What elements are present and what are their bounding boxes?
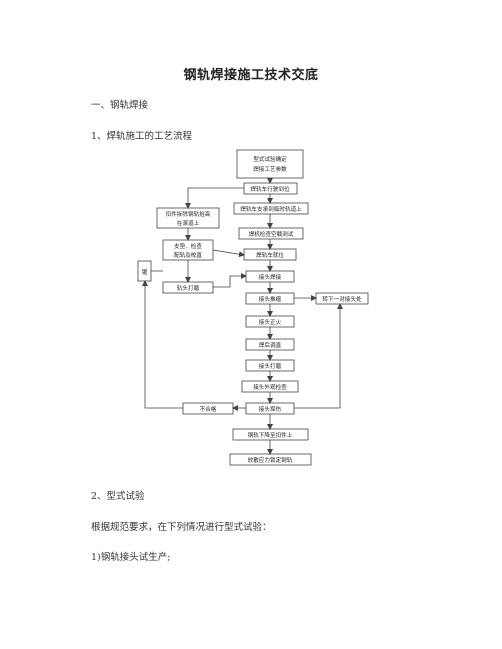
flow-label: 焊轨车就位 [256,251,284,259]
paragraph-intro: 根据规范要求，在下列情况进行型式试验： [91,522,272,533]
flow-label: 轨头打磨 [177,284,200,292]
flow-node-rail-lower: 钢轨下降至扣件上 [232,428,309,441]
flow-label: 扣件拆除钢轨抬高 [166,210,211,218]
flow-label: 型式试验确定 [253,155,287,163]
flow-label: 接头正火 [259,318,282,326]
flow-node-saw: 锯 [137,260,152,282]
flow-label: 焊机检查空载测试 [249,230,294,238]
flow-node-car-position: 焊轨车就位 [243,248,297,261]
flow-node-support-check: 支垫、检查 配轨及校直 [162,239,214,261]
flow-node-next-joint: 转下一对接头处 [315,292,369,305]
flow-label: 焊轨车行驶到位 [250,185,290,193]
flow-label: 接头打磨 [259,362,282,370]
flow-label: 不合格 [200,405,217,413]
flow-label: 接头焊接 [259,273,282,281]
flow-node-joint-weld: 接头焊接 [245,270,295,283]
flow-node-type-test: 型式试验确定 焊接工艺参数 [236,149,304,179]
flow-label: 放散应力锁定钢轨 [248,456,293,464]
flow-label: 锯 [142,268,148,276]
section-heading-1-1: 1、焊轨施工的工艺流程 [91,131,193,142]
flow-label: 接头探伤 [259,405,282,413]
flow-node-visual-check: 接头外观检查 [241,380,299,393]
flow-label: 焊轨车支承到临时轨道上 [240,205,302,213]
flow-node-stress-release: 放散应力锁定钢轨 [229,453,312,466]
flow-label: 钢轨下降至扣件上 [248,431,293,439]
flow-node-straighten: 焊后调直 [245,338,295,351]
flow-label: 焊接工艺参数 [253,165,287,173]
section-heading-2: 2、型式试验 [91,491,145,502]
flow-label: 接头外观检查 [253,383,287,391]
flow-label: 在滚道上 [177,219,200,227]
flow-label: 焊后调直 [259,341,282,349]
flow-label: 转下一对接头处 [322,295,362,303]
flow-node-flaw-detect: 接头探伤 [245,402,295,415]
flow-node-fail: 不合格 [182,402,234,415]
section-heading-1: 一、钢轨焊接 [91,100,149,111]
document-title: 钢轨焊接施工技术交底 [183,68,319,83]
flow-node-joint-normalize: 接头正火 [245,315,295,328]
flow-label: 支垫、检查 [174,242,202,250]
flow-label: 配轨及校直 [174,251,202,259]
flow-node-remove-fasteners: 扣件拆除钢轨抬高 在滚道上 [156,207,220,229]
flow-node-car-support: 焊轨车支承到临时轨道上 [233,202,309,215]
flow-connectors [142,178,343,455]
flow-node-joint-push: 接头推瘤 [245,292,295,305]
flow-node-car-arrive: 焊轨车行驶到位 [243,182,298,195]
flow-node-head-grind: 轨头打磨 [162,281,214,294]
flow-node-joint-grind: 接头打磨 [245,359,295,372]
flow-node-welder-test: 焊机检查空载测试 [238,227,304,240]
paragraph-item-1: 1)钢轨接头试生产; [91,552,171,563]
flow-label: 接头推瘤 [259,295,282,303]
